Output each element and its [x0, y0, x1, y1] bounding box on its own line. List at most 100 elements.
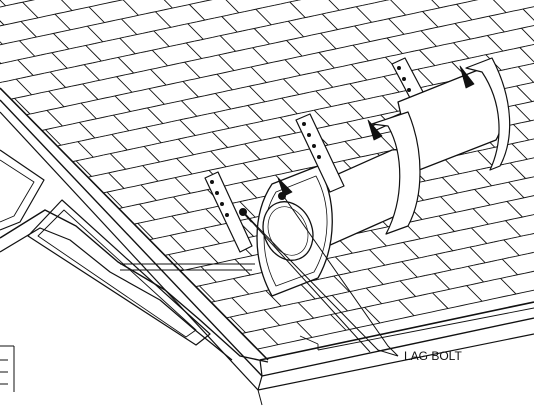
shingle-line [429, 197, 436, 200]
shingle-line [381, 75, 388, 78]
shingle-line [417, 199, 424, 203]
shingle-line [115, 188, 123, 191]
shingle-line [246, 85, 253, 88]
shingle-line [278, 59, 286, 62]
shingle-line [215, 93, 232, 110]
shingle-line [476, 17, 484, 20]
shingle-line [502, 219, 509, 222]
shingle-line [157, 141, 164, 145]
shingle-line [210, 150, 227, 168]
shingle-line [211, 130, 218, 133]
shingle-line [517, 66, 534, 83]
shingle-line [105, 133, 112, 137]
shingle-line [124, 167, 131, 170]
shingle-line [383, 320, 391, 323]
shingle-line [53, 88, 60, 91]
shingle-line [269, 307, 276, 310]
lag-bolt-callout: LAG BOLT [239, 192, 462, 363]
shingle-line [247, 122, 254, 125]
shingle-line [404, 297, 411, 300]
shingle-line [146, 87, 154, 90]
shingle-line [174, 100, 181, 103]
shingle-line [163, 0, 173, 9]
shingle-line [55, 31, 62, 34]
shingle-line [422, 28, 430, 31]
shingle-line [262, 5, 269, 9]
shingle-line [174, 177, 191, 194]
shingle-line [0, 62, 2, 64]
shingle-line [361, 136, 369, 139]
shingle-line [173, 62, 180, 65]
shingle-line [179, 193, 186, 197]
shingle-line [219, 241, 226, 245]
shingle-line [263, 345, 271, 349]
shingle-line [443, 5, 450, 8]
shingle-line [450, 173, 457, 177]
shingle-line [247, 105, 264, 122]
shingle-line [181, 100, 198, 117]
shingle-line [381, 95, 398, 112]
shingle-line [147, 124, 154, 128]
shingle-line [208, 149, 215, 153]
shingle-line [130, 34, 137, 37]
shingle-line [219, 35, 236, 52]
shingle-line [14, 98, 31, 115]
shingle-line [509, 162, 526, 179]
shingle-line [182, 81, 199, 98]
shingle-line [79, 122, 96, 139]
shingle-line [289, 113, 296, 116]
shingle-line [296, 17, 303, 20]
shingle-line [63, 142, 70, 146]
shingle-line [352, 119, 359, 122]
shingle-line [440, 24, 448, 27]
shingle-line [355, 137, 363, 140]
shingle-line [414, 49, 421, 52]
shingle-line [178, 23, 185, 27]
shingle-line [247, 160, 255, 163]
shingle-line [206, 206, 213, 210]
shingle-line [472, 208, 489, 225]
shingle-line [362, 41, 370, 44]
shingle-line [510, 198, 518, 202]
shingle-line [89, 80, 96, 83]
shingle-line [454, 229, 461, 232]
shingle-line [197, 57, 204, 60]
lag-bolt-icon [239, 192, 286, 223]
shingle-line [524, 271, 531, 274]
shingle-line [239, 181, 246, 184]
shingle-line [29, 93, 36, 96]
shingle-line [202, 18, 209, 21]
shingle-line [106, 171, 113, 174]
shingle-line [418, 237, 425, 240]
shingle-line [44, 71, 51, 74]
shingle-line [474, 168, 481, 172]
shingle-line [397, 90, 404, 93]
shingle-line [121, 149, 128, 152]
shingle-line [489, 52, 496, 55]
shingle-line [260, 63, 268, 66]
shingle-line [166, 158, 173, 161]
shingle-line [83, 81, 90, 85]
shingle-line [518, 8, 526, 11]
shingle-line [494, 277, 501, 281]
shingle-line [529, 100, 534, 103]
shingle-line [122, 0, 139, 16]
shingle-line [392, 34, 400, 38]
shingle-line [205, 0, 212, 2]
shingle-line [293, 37, 300, 40]
shingle-line [320, 12, 327, 15]
shingle-line [380, 0, 387, 3]
shingle-line [270, 79, 277, 83]
shingle-line [268, 137, 275, 140]
shingle-line [118, 36, 125, 39]
shingle-line [497, 258, 504, 261]
shingle-line [441, 194, 448, 197]
shingle-line [470, 283, 477, 286]
shingle-line [177, 250, 184, 254]
shingle-line [308, 52, 316, 56]
shingle-line [278, 21, 285, 24]
shingle-line [11, 97, 18, 100]
shingle-line [441, 62, 448, 65]
shingle-line [136, 32, 143, 36]
shingle-line [528, 157, 534, 160]
